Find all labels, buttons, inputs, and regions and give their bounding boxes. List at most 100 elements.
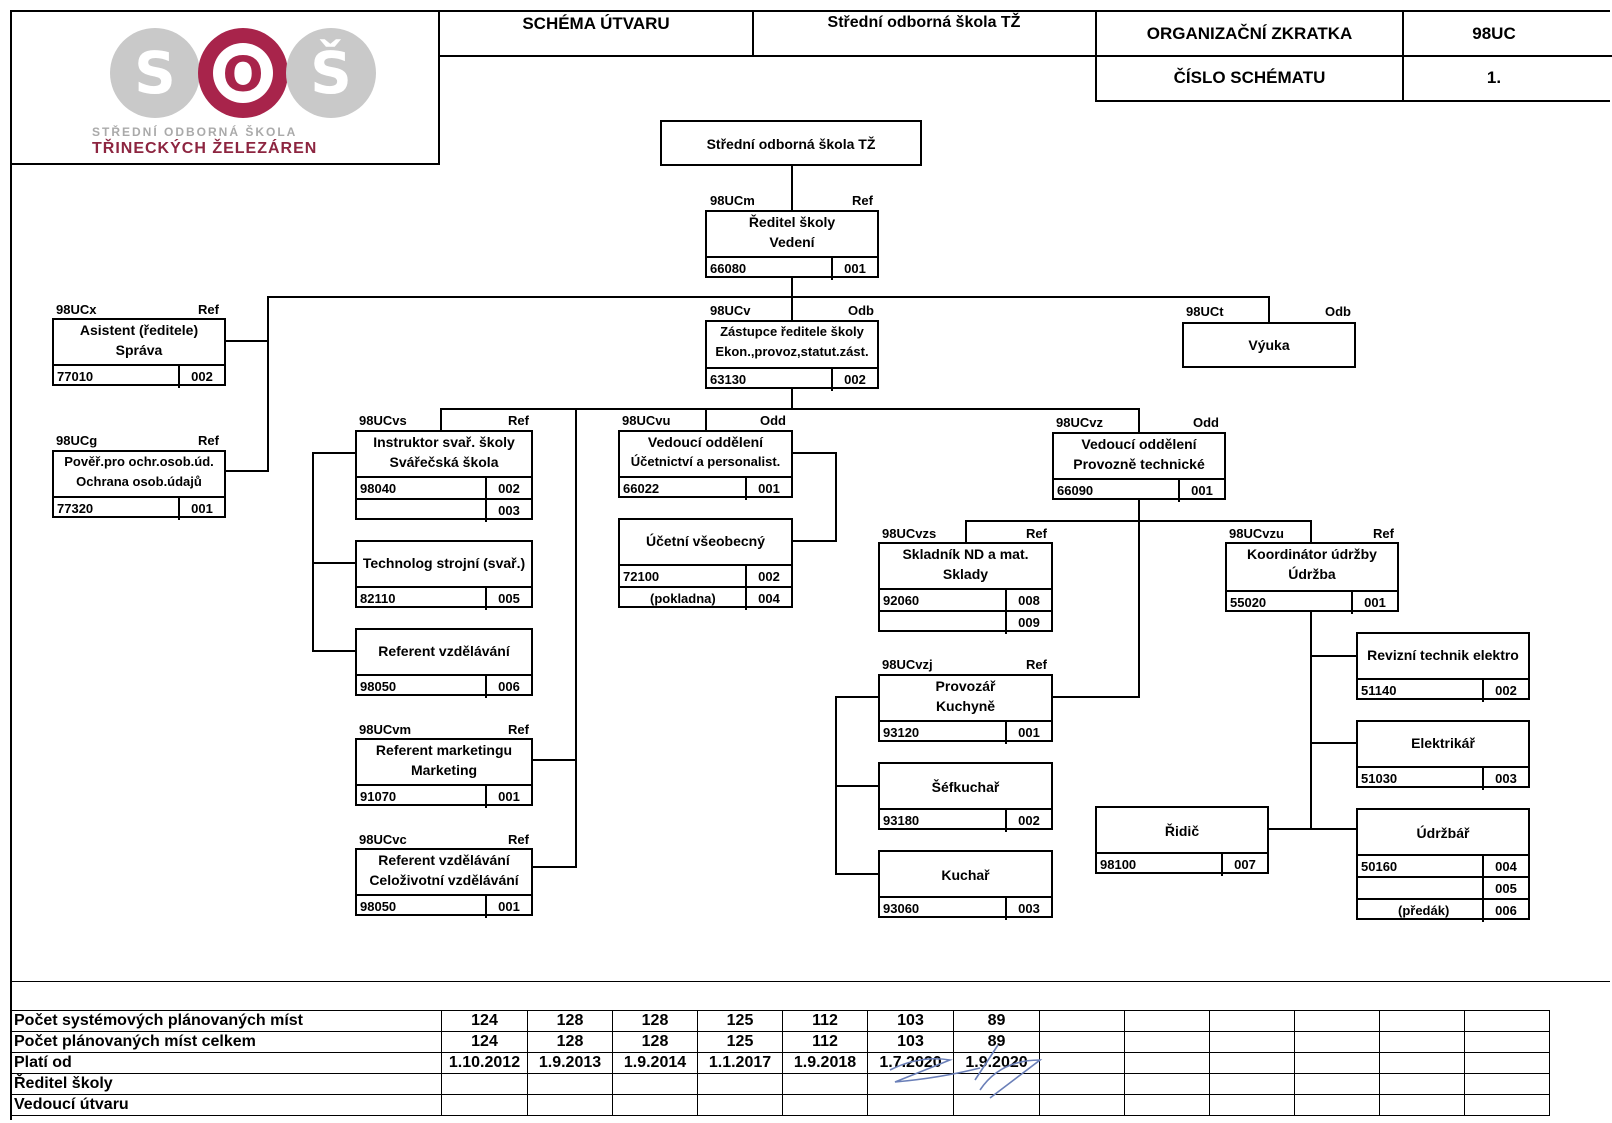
kitchen-line2: Kuchyně [935,698,996,714]
table-cell [782,1094,868,1116]
operations-num: 66090 [1057,483,1094,498]
operations-code: 98UCvz [1056,415,1103,430]
gdpr-node: Pověř.pro ochr.osob.úd. Ochrana osob.úda… [52,450,226,520]
lifelong-code: 98UCvc [359,832,407,847]
table-row: Vedoucí útvaru [10,1094,1550,1116]
logo-letter-o: O [223,47,264,103]
table-cell: 1.9.2018 [782,1052,868,1074]
director-line1: Ředitel školy [748,214,836,230]
table-cell: 128 [612,1031,698,1053]
table-cell [1379,1073,1465,1095]
operations-type: Odd [1193,415,1219,430]
teaching-type: Odb [1325,304,1351,319]
header-number-label: ČÍSLO SCHÉMATU [1173,68,1326,87]
outer-frame [10,10,1610,1120]
table-cell: 112 [782,1031,868,1053]
operations-line2: Provozně technické [1073,456,1205,472]
table-cell [1124,1094,1210,1116]
deputy-type: Odb [848,303,874,318]
store-num: 92060 [883,593,920,608]
table-cell [612,1094,698,1116]
chef-num: 93180 [883,813,920,828]
table-cell: 89 [953,1010,1040,1032]
technolog-line1: Technolog strojní (svař.) [362,555,526,571]
accounting-num: 66022 [623,481,660,496]
store-line1: Skladník ND a mat. [902,546,1029,562]
welding-line2: Svářečská škola [389,454,499,470]
welding-num: 98040 [360,481,397,496]
table-cell [1294,1052,1380,1074]
teaching-node: Výuka [1182,322,1356,368]
lifelong-pos: 001 [485,896,531,918]
table-cell [441,1094,528,1116]
header-schema-label: SCHÉMA ÚTVARU [522,14,670,33]
welding-pos: 002 [485,478,531,500]
table-cell: 1.1.2017 [697,1052,783,1074]
header-abbr-value: 98UC [1472,24,1516,43]
marketing-line1: Referent marketingu [375,742,513,758]
table-cell [1209,1073,1295,1095]
table-cell [612,1073,698,1095]
store-code: 98UCvzs [882,526,937,541]
handyman-pos: 004 [1482,856,1528,878]
table-cell [1464,1010,1550,1032]
accounting-line2: Účetnictví a personalist. [630,454,781,469]
deputy-node: Zástupce ředitele školy Ekon.,provoz,sta… [705,320,879,391]
lifelong-line1: Referent vzdělávání [378,852,510,868]
deputy-line2: Ekon.,provoz,statut.zást. [715,344,869,359]
table-cell: 124 [441,1031,528,1053]
logo-area: S O Š STŘEDNÍ ODBORNÁ ŠKOLA TŘINECKÝCH Ž… [10,10,440,165]
row-label: Vedoucí útvaru [10,1094,442,1116]
table-cell: 128 [527,1010,613,1032]
table-cell: 128 [612,1010,698,1032]
revision-num: 51140 [1361,683,1397,698]
table-cell [527,1073,613,1095]
operations-node: Vedoucí oddělení Provozně technické 6609… [1052,432,1226,502]
director-type: Ref [852,193,873,208]
chef-line1: Šéfkuchař [931,779,1000,795]
header-right-box: ORGANIZAČNÍ ZKRATKA 98UC ČÍSLO SCHÉMATU … [1095,10,1612,102]
table-cell [1209,1031,1295,1053]
handyman-num: 50160 [1361,859,1398,874]
table-cell: 1.10.2012 [441,1052,528,1074]
accountant-pos: 002 [745,566,791,588]
logo-letter-s-caron: Š [310,38,352,107]
marketing-pos: 001 [485,786,531,808]
logo-letter-s: S [134,39,176,107]
deputy-pos: 002 [831,369,877,391]
table-cell: 112 [782,1010,868,1032]
cook-line1: Kuchař [941,867,990,883]
table-cell [1294,1010,1380,1032]
handyman-extra: (předák) [1398,903,1450,918]
header-unit-name: Střední odborná škola TŽ [827,14,1021,31]
signature-marks [889,1044,1043,1099]
assistant-line1: Asistent (ředitele) [79,322,199,338]
assistant-num: 77010 [57,369,94,384]
welding-pos2: 003 [485,500,531,522]
table-cell [1124,1073,1210,1095]
technolog-num: 82110 [360,591,396,606]
kitchen-line1: Provozář [935,678,996,694]
marketing-type: Ref [508,722,529,737]
handyman-pos3: 006 [1482,900,1528,922]
table-cell: 103 [867,1010,954,1032]
handyman-pos2: 005 [1482,878,1528,900]
table-cell: 125 [697,1031,783,1053]
accounting-node: Vedoucí oddělení Účetnictví a personalis… [618,430,793,500]
accounting-type: Odd [760,413,786,428]
director-pos: 001 [831,258,877,280]
store-pos2: 009 [1005,612,1051,634]
header-abbr-label: ORGANIZAČNÍ ZKRATKA [1146,24,1353,43]
welding-type: Ref [508,413,529,428]
table-cell [1379,1010,1465,1032]
table-cell [1124,1010,1210,1032]
